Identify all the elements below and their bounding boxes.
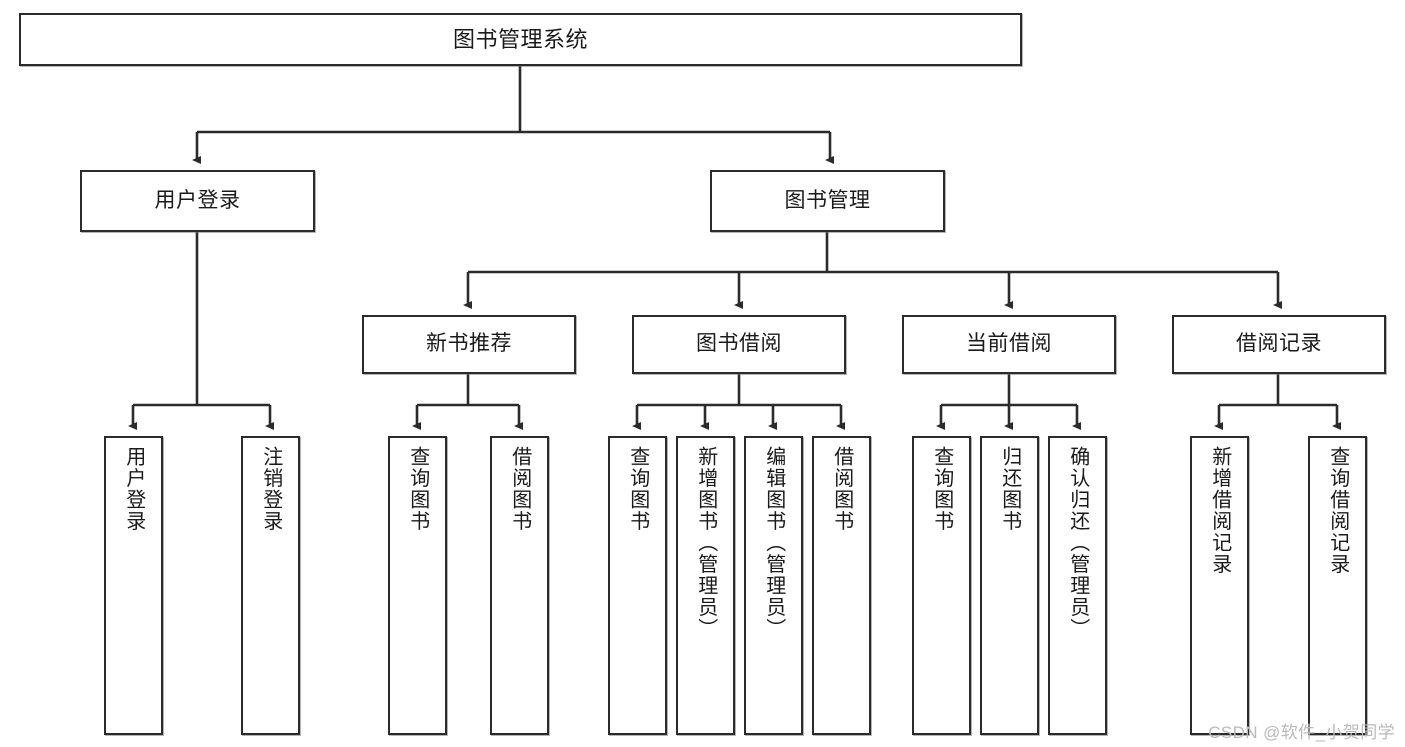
node-root-system[interactable]: 图书管理系统 <box>19 13 1022 66</box>
node-label: 查询图书 <box>930 446 953 532</box>
node-label: 借阅图书 <box>830 446 853 532</box>
node-label: 归还图书 <box>998 446 1021 532</box>
leaf-borrow-borrow-book[interactable]: 借阅图书 <box>812 436 871 735</box>
node-label: 新书推荐 <box>426 332 512 356</box>
node-label: 确认归还（管理员） <box>1066 446 1089 640</box>
node-label: 查询图书 <box>626 446 649 532</box>
node-label: 用户登录 <box>122 446 145 532</box>
leaf-borrow-edit-book-admin[interactable]: 编辑图书（管理员） <box>744 436 803 735</box>
leaf-record-query-borrow-record[interactable]: 查询借阅记录 <box>1308 436 1367 735</box>
node-label: 图书管理系统 <box>452 26 588 52</box>
csdn-watermark: CSDN @软件_小贺同学 <box>1208 723 1395 742</box>
leaf-new-book-query-book[interactable]: 查询图书 <box>388 436 447 735</box>
node-label: 新增图书（管理员） <box>694 446 717 640</box>
node-borrow-record[interactable]: 借阅记录 <box>1172 315 1386 374</box>
leaf-current-query-book[interactable]: 查询图书 <box>912 436 971 735</box>
node-user-login[interactable]: 用户登录 <box>80 170 315 232</box>
leaf-new-book-borrow-book[interactable]: 借阅图书 <box>490 436 549 735</box>
leaf-record-add-borrow-record[interactable]: 新增借阅记录 <box>1190 436 1249 735</box>
node-label: 借阅图书 <box>508 446 531 532</box>
node-book-borrow[interactable]: 图书借阅 <box>632 315 846 374</box>
node-new-book-recommend[interactable]: 新书推荐 <box>362 315 576 374</box>
leaf-borrow-query-book[interactable]: 查询图书 <box>608 436 667 735</box>
node-current-borrow[interactable]: 当前借阅 <box>902 315 1116 374</box>
leaf-current-confirm-return-admin[interactable]: 确认归还（管理员） <box>1048 436 1107 735</box>
node-label: 查询借阅记录 <box>1326 446 1349 575</box>
node-label: 用户登录 <box>154 188 241 212</box>
leaf-current-return-book[interactable]: 归还图书 <box>980 436 1039 735</box>
node-label: 借阅记录 <box>1236 332 1322 356</box>
leaf-user-login-login[interactable]: 用户登录 <box>104 436 163 735</box>
node-label: 图书管理 <box>784 188 871 212</box>
leaf-borrow-add-book-admin[interactable]: 新增图书（管理员） <box>676 436 735 735</box>
node-label: 新增借阅记录 <box>1208 446 1231 575</box>
leaf-user-login-logout[interactable]: 注销登录 <box>241 436 300 735</box>
node-label: 当前借阅 <box>966 332 1052 356</box>
node-label: 图书借阅 <box>696 332 782 356</box>
node-label: 编辑图书（管理员） <box>762 446 785 640</box>
node-book-management[interactable]: 图书管理 <box>710 170 945 232</box>
node-label: 注销登录 <box>259 446 282 532</box>
node-label: 查询图书 <box>406 446 429 532</box>
